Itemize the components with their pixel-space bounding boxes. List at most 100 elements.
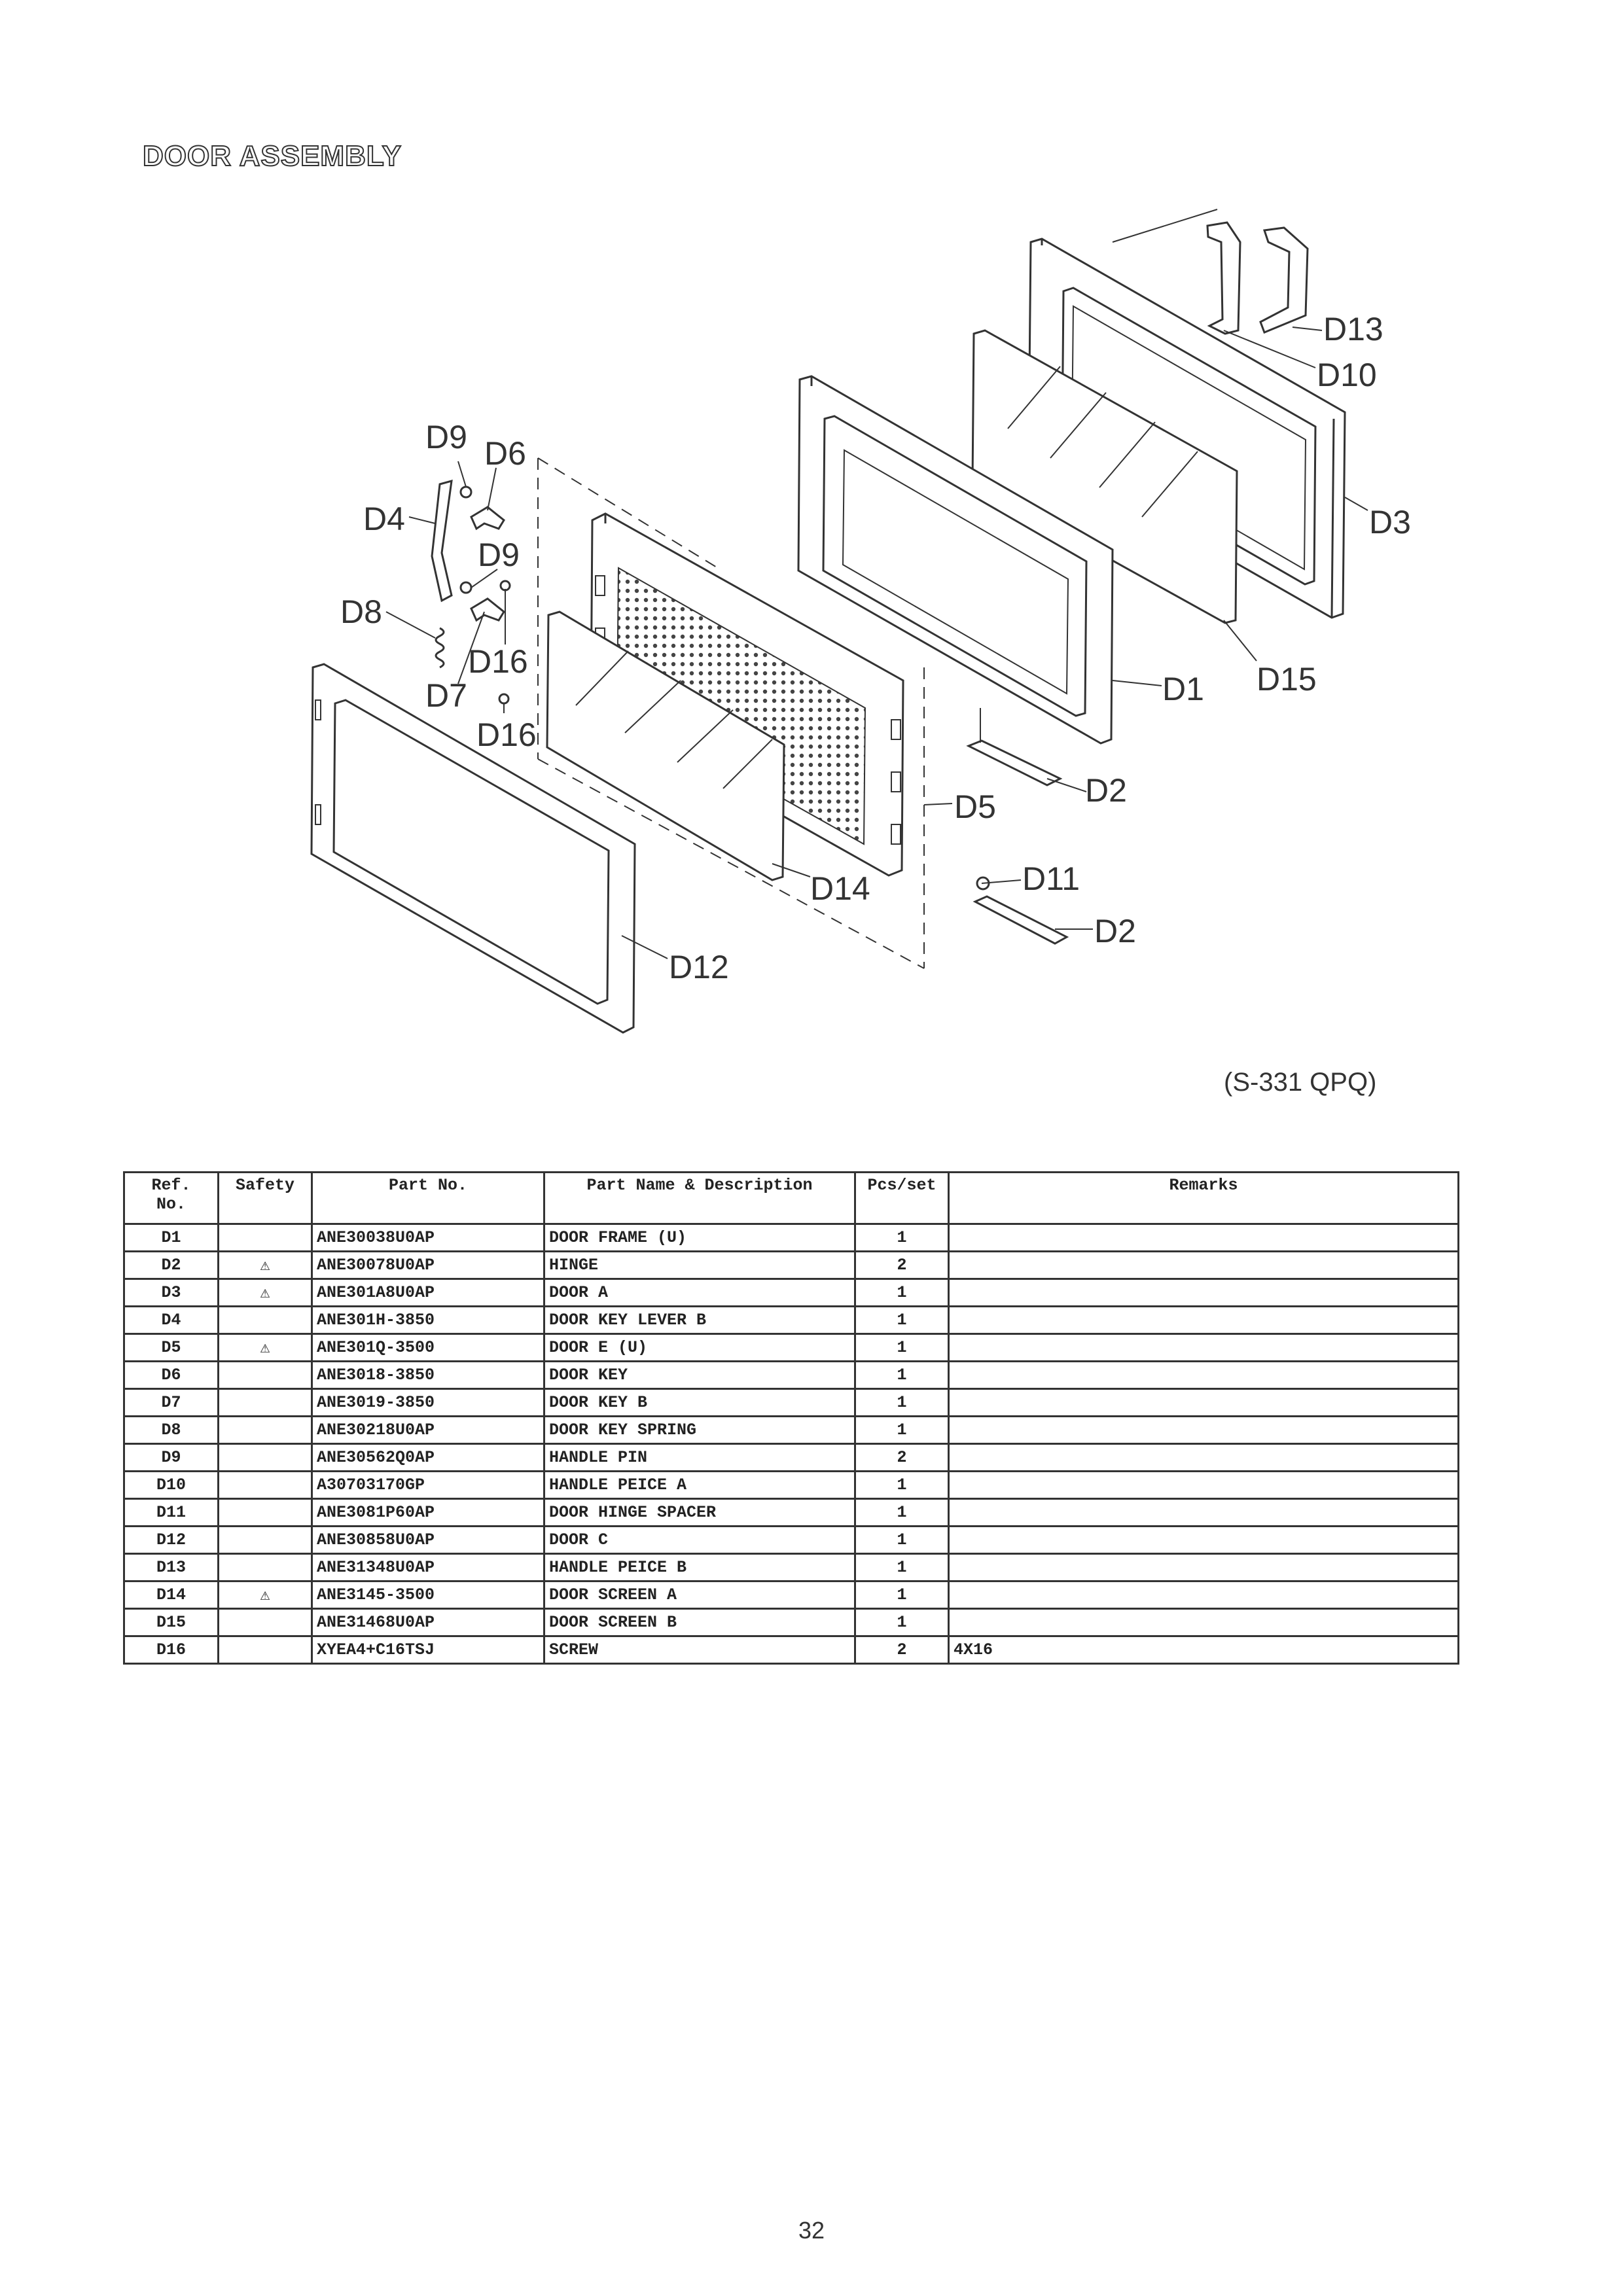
parts-table: Ref.No. Safety Part No. Part Name & Desc… [123, 1171, 1459, 1665]
header-safety: Safety [217, 1171, 313, 1225]
hinge-upper-part [966, 708, 1063, 786]
cell-safety-symbol [217, 1443, 313, 1472]
callout-d9-lower: D9 [478, 537, 520, 573]
callout-leader-lines [385, 327, 1368, 959]
cell-remarks: 4X16 [948, 1635, 1459, 1665]
cell-ref: D12 [123, 1525, 219, 1555]
cell-remarks [948, 1580, 1459, 1610]
header-part-no: Part No. [311, 1171, 545, 1225]
cell-part-no: ANE30562Q0AP [311, 1443, 545, 1472]
door-key-spring-part [435, 627, 445, 669]
cell-safety-symbol: ⚠ [217, 1278, 313, 1307]
cell-ref: D6 [123, 1360, 219, 1390]
cell-remarks [948, 1470, 1459, 1500]
cell-safety-symbol [217, 1388, 313, 1417]
parts-table-header-row: Ref.No. Safety Part No. Part Name & Desc… [123, 1171, 1459, 1225]
cell-ref: D11 [123, 1498, 219, 1527]
cell-ref: D13 [123, 1553, 219, 1582]
handle-pin-parts [459, 486, 473, 594]
cell-safety-symbol [217, 1525, 313, 1555]
cell-part-no: ANE30858U0AP [311, 1525, 545, 1555]
cell-remarks [948, 1415, 1459, 1445]
callout-d10: D10 [1317, 357, 1377, 393]
cell-part-no: A30703170GP [311, 1470, 545, 1500]
cell-safety-symbol: ⚠ [217, 1333, 313, 1362]
cell-pcs: 2 [854, 1635, 950, 1665]
cell-part-no: ANE3145-3500 [311, 1580, 545, 1610]
page-title: DOOR ASSEMBLY [142, 139, 402, 173]
cell-remarks [948, 1498, 1459, 1527]
cell-part-name: DOOR E (U) [543, 1333, 856, 1362]
cell-safety-symbol [217, 1223, 313, 1252]
header-part-name: Part Name & Description [543, 1171, 856, 1225]
callout-d13: D13 [1323, 311, 1383, 347]
cell-remarks [948, 1305, 1459, 1335]
handle-piece-a-part [1206, 221, 1241, 335]
cell-pcs: 1 [854, 1278, 950, 1307]
callout-d6: D6 [484, 435, 526, 472]
page-number: 32 [798, 2217, 825, 2244]
cell-part-no: ANE31348U0AP [311, 1553, 545, 1582]
cell-part-name: DOOR FRAME (U) [543, 1223, 856, 1252]
door-c-part [310, 663, 636, 1034]
door-a-part [1027, 238, 1346, 619]
callout-d7: D7 [425, 677, 467, 714]
assembly-guide-lines [537, 209, 1218, 969]
cell-pcs: 2 [854, 1250, 950, 1280]
cell-pcs: 1 [854, 1415, 950, 1445]
door-frame-part [797, 375, 1114, 745]
cell-safety-symbol: ⚠ [217, 1580, 313, 1610]
cell-part-name: DOOR KEY SPRING [543, 1415, 856, 1445]
cell-safety-symbol [217, 1360, 313, 1390]
cell-ref: D15 [123, 1608, 219, 1637]
exploded-door-diagram: D13 D10 D3 D1 D15 D2 D5 D11 D2 D14 D12 D… [310, 209, 1411, 1034]
cell-remarks [948, 1525, 1459, 1555]
cell-ref: D3 [123, 1278, 219, 1307]
cell-part-name: DOOR A [543, 1278, 856, 1307]
cell-part-no: ANE301H-3850 [311, 1305, 545, 1335]
cell-pcs: 1 [854, 1388, 950, 1417]
cell-pcs: 1 [854, 1470, 950, 1500]
cell-remarks [948, 1443, 1459, 1472]
cell-safety-symbol [217, 1415, 313, 1445]
cell-safety-symbol [217, 1470, 313, 1500]
cell-part-name: DOOR KEY LEVER B [543, 1305, 856, 1335]
callout-d11: D11 [1022, 860, 1080, 897]
cell-remarks [948, 1360, 1459, 1390]
door-key-b-part [470, 597, 505, 622]
cell-safety-symbol [217, 1305, 313, 1335]
cell-part-name: HANDLE PEICE A [543, 1470, 856, 1500]
header-pcs: Pcs/set [854, 1171, 950, 1225]
cell-remarks [948, 1608, 1459, 1637]
cell-part-no: XYEA4+C16TSJ [311, 1635, 545, 1665]
header-remarks: Remarks [948, 1171, 1459, 1225]
cell-part-name: HANDLE PIN [543, 1443, 856, 1472]
cell-safety-symbol [217, 1498, 313, 1527]
cell-pcs: 1 [854, 1580, 950, 1610]
hinge-lower-part [972, 895, 1069, 945]
cell-part-name: DOOR SCREEN A [543, 1580, 856, 1610]
callout-d15: D15 [1257, 661, 1317, 698]
cell-part-no: ANE30218U0AP [311, 1415, 545, 1445]
callout-d14: D14 [810, 870, 870, 907]
cell-pcs: 1 [854, 1498, 950, 1527]
callout-d1: D1 [1162, 671, 1204, 707]
diagram-code: (S-331 QPQ) [1224, 1068, 1377, 1097]
cell-part-name: DOOR SCREEN B [543, 1608, 856, 1637]
cell-part-no: ANE3018-3850 [311, 1360, 545, 1390]
cell-remarks [948, 1250, 1459, 1280]
cell-part-name: DOOR C [543, 1525, 856, 1555]
cell-safety-symbol: ⚠ [217, 1250, 313, 1280]
cell-ref: D1 [123, 1223, 219, 1252]
